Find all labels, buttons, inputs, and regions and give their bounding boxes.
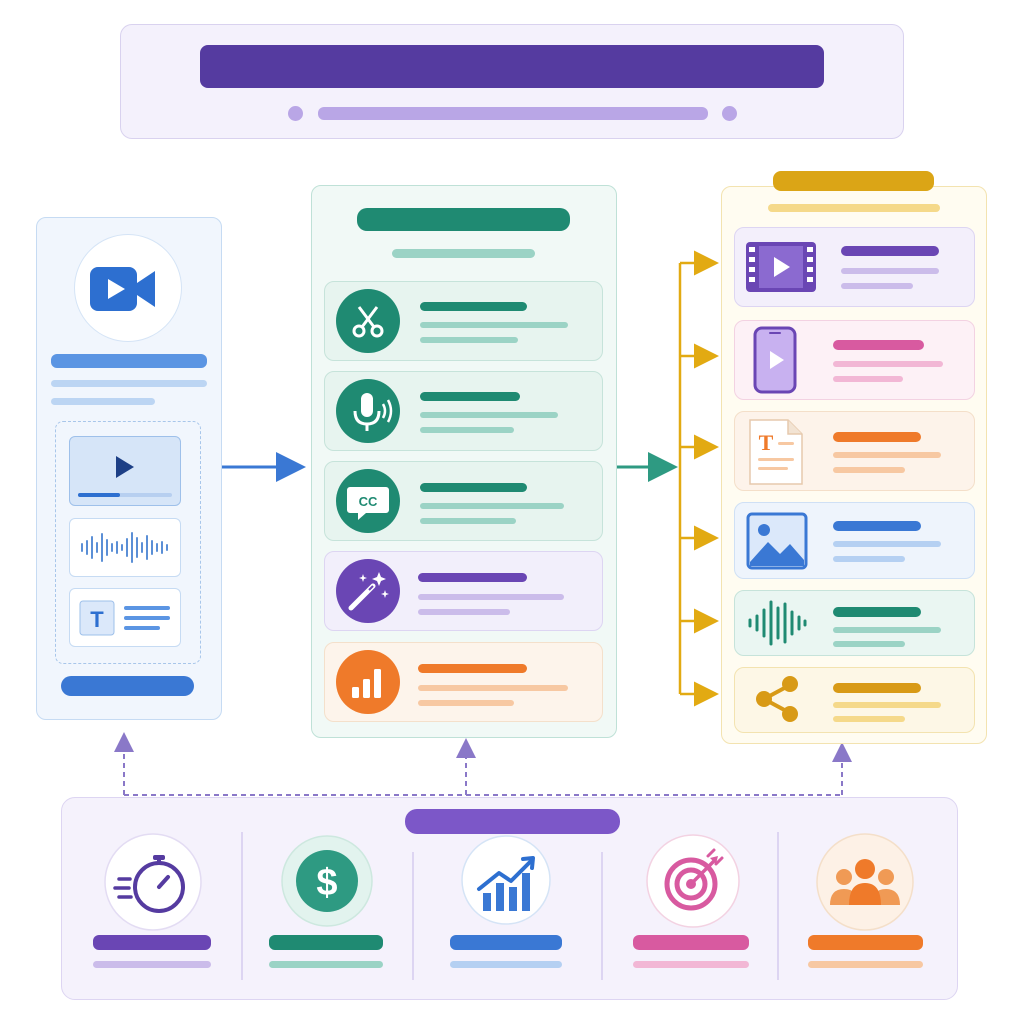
page-title-bar	[200, 45, 824, 88]
output-item-audio	[734, 590, 975, 656]
film-strip-icon	[744, 238, 818, 301]
benefit-speed-desc	[93, 961, 211, 968]
svg-text:CC: CC	[359, 494, 378, 509]
output-item-text-title	[833, 432, 921, 442]
output-item-share-desc-1	[833, 702, 941, 708]
dollar-icon: $	[281, 835, 373, 932]
output-item-text-desc-2	[833, 467, 905, 473]
process-step-voice-title	[420, 392, 520, 401]
video-camera-icon	[74, 234, 182, 342]
benefit-divider-1	[241, 832, 243, 980]
subtitle-dot-right	[722, 106, 737, 121]
output-item-mobile-title	[833, 340, 924, 350]
svg-text:T: T	[759, 430, 774, 455]
process-title-bar	[357, 208, 570, 231]
output-item-share-title	[833, 683, 921, 693]
process-step-enhance-desc-1	[418, 594, 564, 600]
text-file-icon: T	[748, 418, 804, 491]
mobile-video-icon	[752, 326, 798, 399]
growth-chart-icon	[461, 835, 551, 930]
benefit-cost-desc	[269, 961, 383, 968]
target-icon	[646, 834, 740, 933]
microphone-icon	[335, 378, 401, 449]
benefit-growth-title	[450, 935, 562, 950]
output-subtitle-bar	[768, 204, 940, 212]
output-item-video-title	[841, 246, 939, 256]
output-item-share	[734, 667, 975, 733]
benefit-audience-desc	[808, 961, 923, 968]
process-step-voice-desc-1	[420, 412, 558, 418]
svg-text:$: $	[316, 862, 337, 904]
output-item-image-desc-2	[833, 556, 905, 562]
benefit-speed-title	[93, 935, 211, 950]
svg-text:T: T	[90, 607, 104, 632]
output-item-video-desc-1	[841, 268, 939, 274]
output-item-audio-desc-1	[833, 627, 941, 633]
video-player-icon	[69, 436, 181, 506]
benefit-audience-title	[808, 935, 923, 950]
benefits-title-bar	[405, 809, 620, 834]
benefit-target-desc	[633, 961, 749, 968]
benefit-divider-2	[412, 852, 414, 980]
audience-icon	[816, 833, 914, 936]
subtitle-dot-left	[288, 106, 303, 121]
process-step-enhance-desc-2	[418, 609, 510, 615]
bar-chart-icon	[335, 649, 401, 720]
process-subtitle-bar	[392, 249, 535, 258]
output-item-image-desc-1	[833, 541, 941, 547]
process-step-enhance-title	[418, 573, 527, 582]
output-branch-arrows	[678, 250, 719, 707]
process-step-analytics-desc-2	[418, 700, 514, 706]
audio-waveform-icon	[69, 518, 181, 577]
output-item-audio-desc-2	[833, 641, 905, 647]
benefit-feedback-arrows	[114, 732, 852, 796]
input-button-bar	[61, 676, 194, 696]
benefit-growth-desc	[450, 961, 562, 968]
scissors-icon	[335, 288, 401, 359]
process-step-captions-desc-2	[420, 518, 516, 524]
output-item-share-desc-2	[833, 716, 905, 722]
process-step-trim-title	[420, 302, 527, 311]
input-media-group	[55, 421, 201, 664]
output-item-image-title	[833, 521, 921, 531]
page-subtitle-bar	[318, 107, 708, 120]
process-step-trim-desc-2	[420, 337, 518, 343]
magic-wand-icon	[335, 558, 401, 629]
input-desc-bar-2	[51, 398, 155, 405]
output-item-text-desc-1	[833, 452, 941, 458]
stopwatch-icon	[103, 832, 203, 937]
process-step-analytics-desc-1	[418, 685, 568, 691]
output-item-audio-title	[833, 607, 921, 617]
image-icon	[746, 512, 808, 575]
closed-captions-icon: CC	[335, 468, 401, 539]
text-document-icon: T	[69, 588, 181, 647]
process-step-captions-desc-1	[420, 503, 564, 509]
process-step-captions-title	[420, 483, 527, 492]
benefit-target-title	[633, 935, 749, 950]
process-step-trim-desc-1	[420, 322, 568, 328]
benefit-divider-4	[777, 832, 779, 980]
benefit-divider-3	[601, 852, 603, 980]
input-title-bar	[51, 354, 207, 368]
share-icon	[752, 673, 802, 730]
audio-wave-icon	[746, 598, 808, 653]
input-desc-bar-1	[51, 380, 207, 387]
output-title-bar	[773, 171, 934, 191]
output-item-video-desc-2	[841, 283, 913, 289]
process-step-analytics-title	[418, 664, 527, 673]
process-step-voice-desc-2	[420, 427, 514, 433]
output-item-mobile-desc-2	[833, 376, 903, 382]
output-item-mobile-desc-1	[833, 361, 943, 367]
benefit-cost-title	[269, 935, 383, 950]
